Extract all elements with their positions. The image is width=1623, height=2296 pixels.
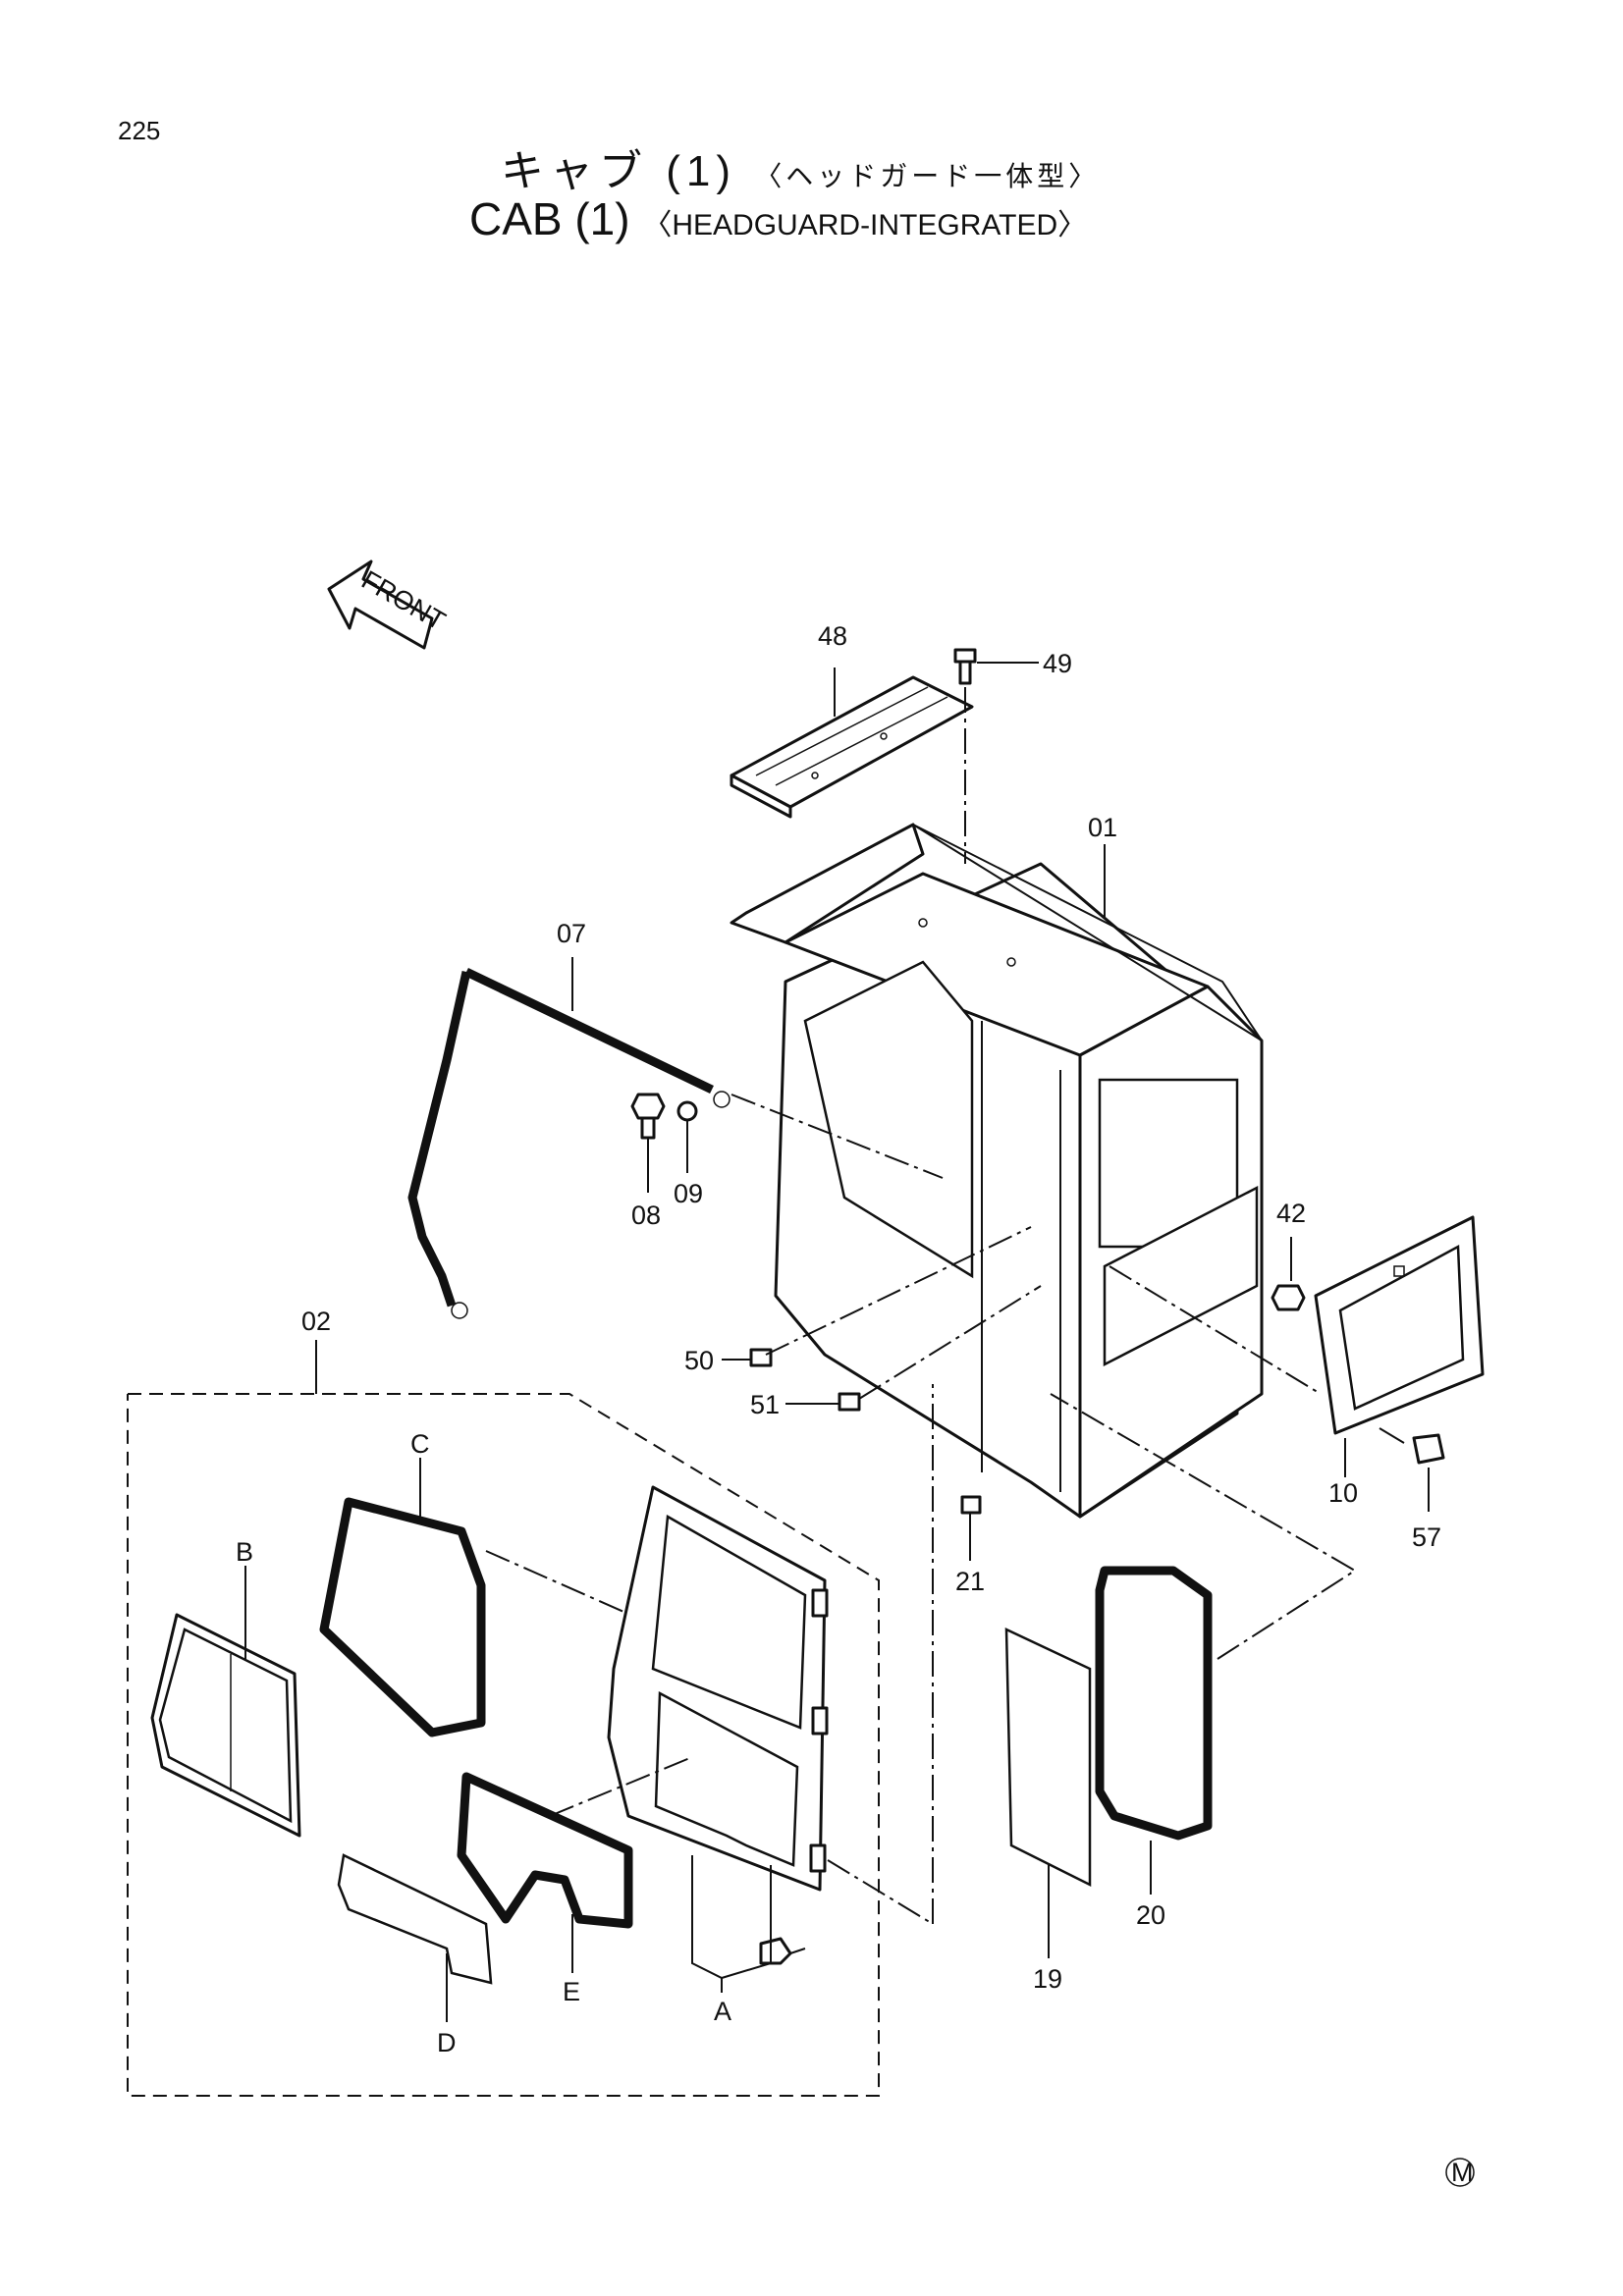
label-01: 01 <box>1088 813 1117 842</box>
label-E: E <box>563 1977 580 2006</box>
label-19: 19 <box>1033 1964 1062 1994</box>
label-42: 42 <box>1276 1199 1306 1228</box>
bracket-A <box>759 1937 806 1965</box>
chain-50 <box>765 1226 1032 1356</box>
label-B: B <box>236 1537 253 1567</box>
chain-51 <box>858 1285 1042 1400</box>
label-50: 50 <box>684 1346 714 1375</box>
label-09: 09 <box>674 1179 703 1208</box>
leader-A-bracket <box>691 1855 772 1980</box>
label-57: 57 <box>1412 1522 1441 1552</box>
chain-20 <box>1050 1393 1357 1660</box>
corner-mark: M <box>1445 2158 1475 2187</box>
page-number: 225 <box>118 116 161 145</box>
label-08: 08 <box>631 1201 661 1230</box>
label-48: 48 <box>818 621 847 651</box>
label-02: 02 <box>301 1307 331 1336</box>
title-jp-main: キャブ (1) <box>501 147 736 195</box>
corner-mark-letter: M <box>1451 2158 1474 2187</box>
label-C: C <box>410 1429 430 1459</box>
label-49: 49 <box>1043 649 1072 678</box>
bolt-57 <box>1379 1427 1445 1465</box>
title-en-main: CAB (1) <box>469 193 630 244</box>
bolt-49 <box>953 648 977 685</box>
roof-plate-48 <box>730 675 974 819</box>
label-20: 20 <box>1136 1900 1165 1930</box>
title-jp-sub: 〈ヘッドガード一体型〉 <box>754 161 1101 191</box>
lower-glass-D <box>337 1853 493 1985</box>
cab-frame-01 <box>730 823 1264 1519</box>
label-51: 51 <box>750 1390 780 1419</box>
bolt-21 <box>960 1495 982 1515</box>
chain-door <box>827 1859 934 1925</box>
bolt-08 <box>630 1093 666 1140</box>
washer-09 <box>676 1100 698 1122</box>
door-seal-C <box>319 1497 486 1737</box>
label-07: 07 <box>557 919 586 948</box>
label-D: D <box>437 2028 457 2057</box>
side-seal-20 <box>1095 1566 1213 1841</box>
side-glass-19 <box>1004 1628 1092 1888</box>
plug-50 <box>749 1348 773 1367</box>
title-en-sub: 〈HEADGUARD-INTEGRATED〉 <box>642 209 1088 241</box>
handrail-07 <box>407 967 730 1319</box>
label-10: 10 <box>1328 1478 1358 1508</box>
window-frame-10 <box>1314 1215 1485 1435</box>
door-body <box>607 1485 829 1892</box>
door-assembly-group-02 <box>127 1393 880 2097</box>
plug-51 <box>838 1392 861 1412</box>
label-A: A <box>714 1997 731 2026</box>
front-arrow: FRONT <box>327 560 451 650</box>
lower-seal-E <box>457 1772 633 1929</box>
nut-42 <box>1271 1284 1306 1311</box>
label-21: 21 <box>955 1567 985 1596</box>
chain-07 <box>730 1094 944 1179</box>
chain-C <box>485 1550 698 1645</box>
sliding-glass-B <box>150 1613 301 1838</box>
title-japanese: キャブ (1) 〈ヘッドガード一体型〉 <box>501 135 1100 198</box>
chain-E <box>549 1756 693 1817</box>
title-english: CAB (1) 〈HEADGUARD-INTEGRATED〉 <box>469 192 1087 245</box>
